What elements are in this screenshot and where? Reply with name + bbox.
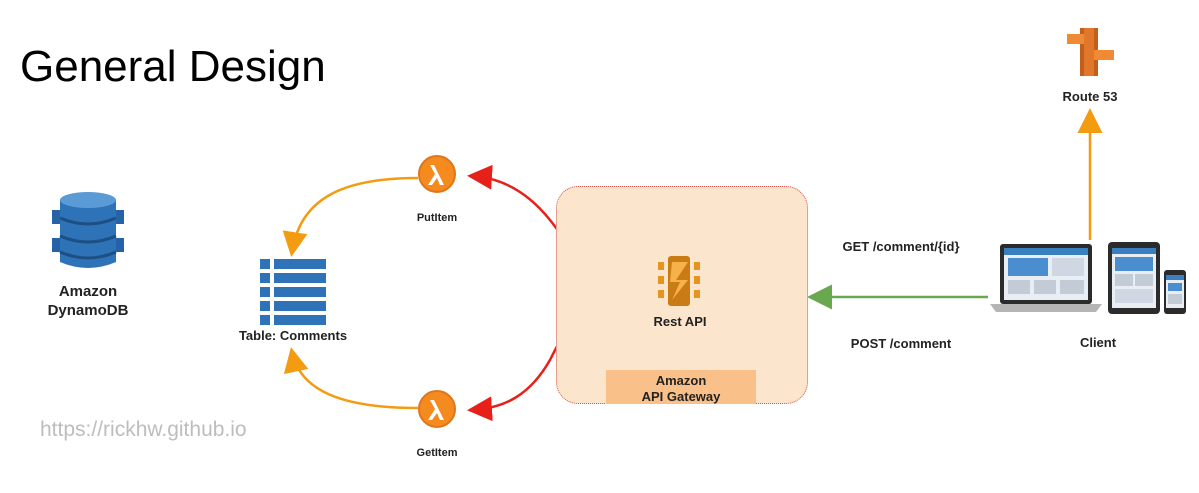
- post-request-label: POST /comment: [850, 336, 952, 351]
- api-gateway-box-line2: API Gateway: [641, 389, 721, 404]
- rest-api-label: Rest API: [653, 314, 707, 329]
- dynamodb-label-line2: DynamoDB: [47, 302, 129, 319]
- api-gateway-label-bg: [606, 370, 756, 404]
- page-title: General Design: [20, 42, 326, 91]
- watermark-url: https://rickhw.github.io: [40, 418, 247, 441]
- lambda-getitem: [418, 390, 456, 428]
- lambda-putitem: [418, 155, 456, 193]
- getitem-label: GetItem: [416, 447, 458, 459]
- table-label: Table: Comments: [238, 328, 348, 343]
- get-request-label: GET /comment/{id}: [842, 239, 960, 254]
- lambda-icon: [428, 165, 444, 185]
- arrow-putitem-to-table: [282, 176, 419, 257]
- route53-label: Route 53: [1062, 89, 1118, 104]
- putitem-label: PutItem: [416, 212, 458, 224]
- api-gateway-box-line1: Amazon: [655, 373, 707, 388]
- lambda-icon: [428, 400, 444, 420]
- arrow-getitem-to-table: [283, 347, 419, 410]
- client-label: Client: [1079, 335, 1117, 350]
- dynamodb-label-line1: Amazon: [58, 283, 118, 300]
